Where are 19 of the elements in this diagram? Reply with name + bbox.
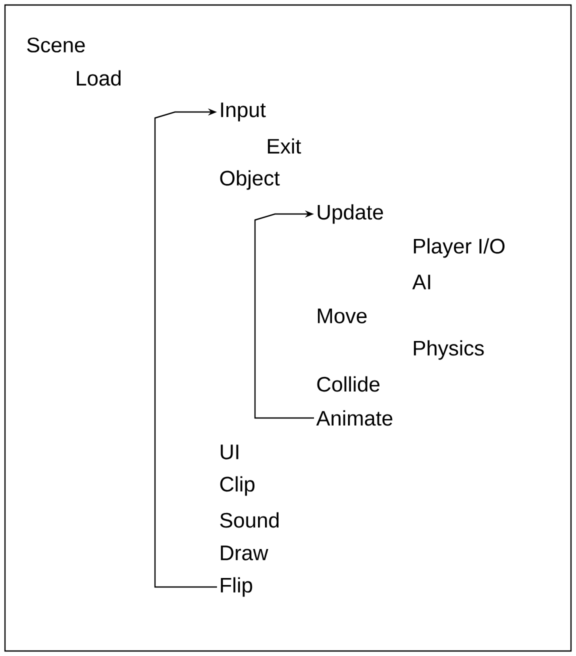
tree-item: AI <box>412 274 430 290</box>
tree-item: Scene <box>27 38 85 52</box>
tree-item: Draw <box>220 546 268 560</box>
tree-item: Sound <box>220 512 279 528</box>
tree-item: Player I/O <box>414 238 505 258</box>
tree-item: Physics <box>414 340 484 360</box>
tree-item: Flip <box>220 577 252 597</box>
loop-arrow <box>254 210 314 419</box>
tree-item: Move <box>318 308 367 324</box>
tree-item: Update <box>318 204 383 224</box>
tree-item: Animate <box>316 410 392 426</box>
tree-item: Input <box>221 102 266 122</box>
tree-item: Object <box>220 170 280 190</box>
tree-item: Load <box>76 70 121 86</box>
tree-item: UI <box>220 444 238 460</box>
tree-item: Collide <box>317 376 380 392</box>
loop-arrow <box>154 108 217 588</box>
tree-item: Exit <box>268 138 302 154</box>
tree-item: Clip <box>220 476 254 496</box>
